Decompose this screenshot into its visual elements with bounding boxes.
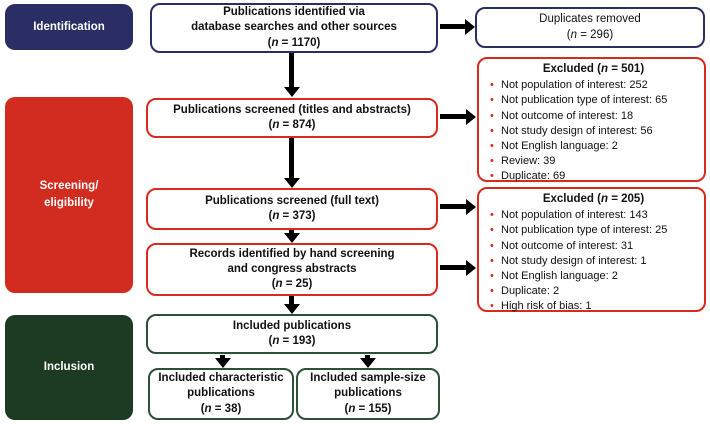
excluded-heading: Excluded (n = 501) <box>542 63 645 75</box>
excluded-reason: Not study design of interest: 56 <box>489 124 698 139</box>
excluded-reason: Not English language: 2 <box>489 139 698 154</box>
node-title: Publications screened (full text) <box>205 194 379 207</box>
node-count: (n = 38) <box>200 402 242 415</box>
arrow-identified-to-duplicates <box>440 18 475 35</box>
node-title: Publications identified via database sea… <box>191 6 397 34</box>
stage-identification: Identification <box>5 4 133 50</box>
excluded-reason: High risk of bias: 1 <box>489 299 698 314</box>
node-duplicates-removed: Duplicates removed (n = 296) <box>475 7 705 48</box>
node-count: (n = 155) <box>344 402 392 415</box>
arrow-hand-to-excluded205 <box>440 259 476 276</box>
excluded-reasons-list: Not population of interest: 252 Not publ… <box>489 78 698 185</box>
node-included-publications: Included publications (n = 193) <box>146 314 438 354</box>
node-excluded-501: Excluded (n = 501) Not population of int… <box>477 57 706 185</box>
excluded-heading: Excluded (n = 205) <box>542 193 645 205</box>
excluded-reason: Not publication type of interest: 65 <box>489 93 698 108</box>
excluded-reason: Duplicate: 2 <box>489 284 698 299</box>
node-count: (n = 25) <box>271 278 313 291</box>
excluded-reason: Not population of interest: 143 <box>489 208 698 223</box>
excluded-reason: Not publication type of interest: 25 <box>489 223 698 238</box>
node-count: (n = 874) <box>268 119 316 131</box>
node-count: (n = 296) <box>566 28 614 41</box>
arrow-titles-to-excluded501 <box>440 108 476 125</box>
excluded-reason: Not study design of interest: 1 <box>489 254 698 269</box>
node-title: Records identified by hand screening and… <box>189 247 395 275</box>
stage-inclusion: Inclusion <box>5 315 133 420</box>
node-title: Duplicates removed <box>539 13 641 26</box>
excluded-reasons-list: Not population of interest: 143 Not publ… <box>489 208 698 315</box>
node-title: Publications screened (titles and abstra… <box>173 103 411 116</box>
excluded-reason: Not English language: 2 <box>489 269 698 284</box>
arrow-fulltext-to-excluded205 <box>440 198 476 215</box>
node-title: Included publications <box>232 319 352 332</box>
node-title: Included characteristic publications <box>158 372 284 400</box>
excluded-reason: Not outcome of interest: 31 <box>489 239 698 254</box>
excluded-reason: Review: 39 <box>489 154 698 169</box>
node-count: (n = 193) <box>268 335 316 347</box>
arrow-included-to-sample-size <box>359 355 376 368</box>
excluded-reason: Not population of interest: 252 <box>489 78 698 93</box>
node-included-characteristic: Included characteristic publications (n … <box>148 368 294 420</box>
arrow-titles-to-fulltext <box>283 138 300 188</box>
node-count: (n = 1170) <box>267 36 321 49</box>
excluded-reason: Duplicate: 69 <box>489 169 698 184</box>
node-screened-full-text: Publications screened (full text) (n = 3… <box>146 188 438 230</box>
arrow-fulltext-to-hand <box>283 230 300 243</box>
node-title: Included sample-size publications <box>310 372 426 400</box>
arrow-included-to-characteristic <box>214 355 231 368</box>
node-count: (n = 373) <box>268 210 316 222</box>
node-screened-titles-abstracts: Publications screened (titles and abstra… <box>146 98 438 138</box>
stage-screening-eligibility: Screening/ eligibility <box>5 97 133 293</box>
arrow-identified-to-titles <box>283 53 300 97</box>
excluded-reason: Not outcome of interest: 18 <box>489 109 698 124</box>
arrow-hand-to-included <box>283 296 300 314</box>
node-publications-identified: Publications identified via database sea… <box>150 3 438 53</box>
node-included-sample-size: Included sample-size publications (n = 1… <box>296 368 440 420</box>
node-hand-screening: Records identified by hand screening and… <box>146 243 438 296</box>
node-excluded-205: Excluded (n = 205) Not population of int… <box>477 187 706 315</box>
